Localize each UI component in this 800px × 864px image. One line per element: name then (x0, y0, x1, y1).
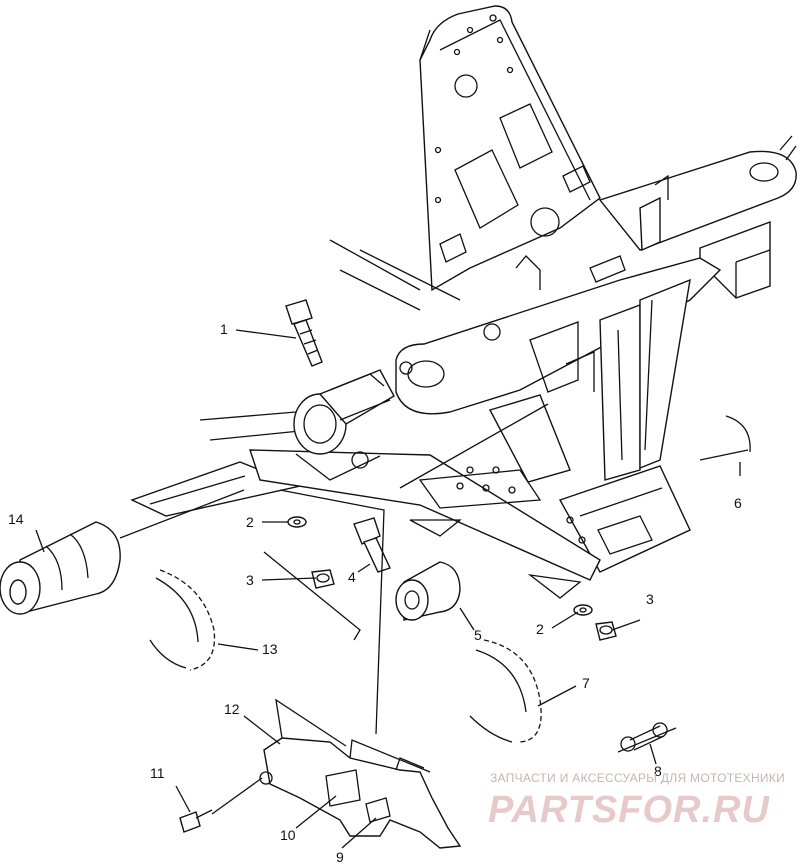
part-3-nut-right (595, 621, 617, 641)
part-14-spool (0, 521, 121, 615)
callout-8: 8 (654, 763, 662, 779)
callout-14: 14 (8, 511, 24, 527)
part-11-bolt (179, 809, 213, 833)
leader-lines (35, 329, 741, 849)
part-4-carriage-bolt (353, 517, 391, 573)
part-9-pad (365, 797, 391, 823)
part-13-track (149, 569, 216, 671)
callout-9: 9 (336, 849, 344, 864)
callout-3-right: 3 (646, 591, 654, 607)
frame-left-arm (130, 239, 601, 599)
callout-4: 4 (348, 569, 356, 585)
callout-7: 7 (582, 675, 590, 691)
frame-upright-plate (419, 5, 601, 292)
callout-5: 5 (474, 627, 482, 643)
part-7-track (469, 639, 542, 743)
part-5-bushing (395, 561, 461, 621)
watermark: ЗАПЧАСТИ И АКСЕССУАРЫ ДЛЯ МОТОТЕХНИКИ PA… (488, 771, 785, 831)
frame-struts (488, 278, 691, 483)
frame-main-beam (395, 255, 722, 415)
callout-13: 13 (262, 641, 278, 657)
part-2-washer-right (573, 604, 593, 616)
callout-11: 11 (150, 765, 165, 781)
callout-2-right: 2 (536, 621, 544, 637)
frame-lower-bracket (558, 465, 691, 573)
part-3-nut-left (311, 569, 335, 589)
part-6-clip (699, 415, 751, 461)
callout-12: 12 (224, 701, 240, 717)
part-12-guard (259, 698, 462, 849)
callout-labels: 1 2 2 3 3 4 5 6 7 8 9 10 11 12 13 14 (8, 321, 742, 864)
callout-3-left: 3 (246, 572, 254, 588)
callout-6: 6 (734, 495, 742, 511)
part-1-bolt (285, 299, 323, 367)
callout-1: 1 (220, 321, 228, 337)
part-8-clip-set (617, 722, 677, 753)
callout-2-left: 2 (246, 514, 254, 530)
watermark-brand: PARTSFOR.RU (488, 789, 770, 831)
watermark-tagline: ЗАПЧАСТИ И АКСЕССУАРЫ ДЛЯ МОТОТЕХНИКИ (490, 771, 785, 785)
frame-crossbar (598, 135, 797, 299)
callout-10: 10 (280, 827, 296, 843)
pivot-clamp (293, 369, 395, 481)
part-2-washer-left (287, 516, 307, 528)
part-10-pad (325, 769, 361, 807)
